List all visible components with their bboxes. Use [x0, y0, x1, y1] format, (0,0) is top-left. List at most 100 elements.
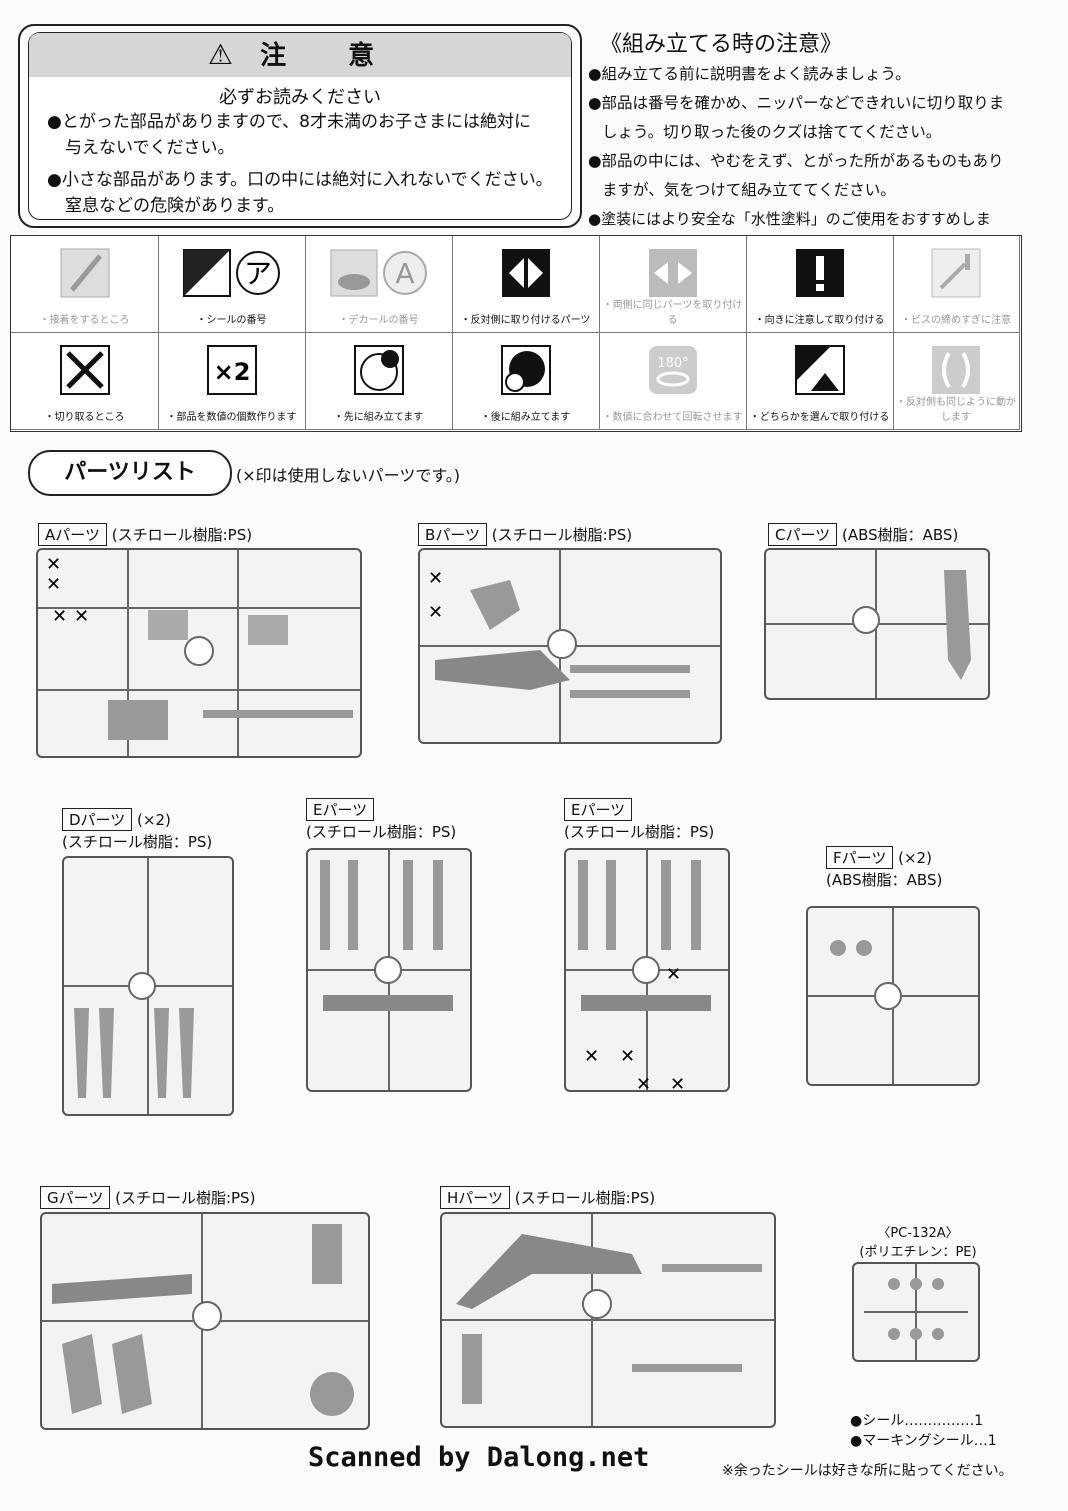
- part-material: (スチロール樹脂：PS): [564, 823, 715, 841]
- symbol-label: ・両側に同じパーツを取り付ける: [602, 300, 743, 326]
- times-two-text: ×2: [213, 358, 250, 386]
- rotate-180-icon: 180°: [648, 346, 697, 394]
- parts-list-title: パーツリスト: [28, 450, 232, 496]
- symbol-label: ・接着をするところ: [39, 315, 130, 326]
- unused-mark-icon: ✕: [46, 554, 61, 575]
- symbol-label: ・反対側に取り付けるパーツ: [460, 315, 591, 326]
- runner-a: ✕ ✕ ✕ ✕: [36, 548, 362, 758]
- runner-h-drawing: [442, 1214, 774, 1426]
- part-material: (スチロール樹脂:PS): [491, 526, 633, 544]
- part-material: (ABS樹脂：ABS): [841, 526, 959, 544]
- runner-g: [40, 1212, 370, 1430]
- symbol-orientation: ・向きに注意して取り付ける: [746, 236, 894, 333]
- caution-line-1b: 与えないでください。: [65, 138, 235, 158]
- part-material: (スチロール樹脂：PS): [62, 833, 213, 851]
- symbol-label: ・向きに注意して取り付ける: [754, 315, 885, 326]
- symbol-after: ・後に組み立てます: [452, 333, 600, 430]
- runner-f: [806, 906, 980, 1086]
- unused-mark-icon: ✕: [584, 1046, 599, 1067]
- symbol-first: ・先に組み立てます: [305, 333, 453, 430]
- part-tag: Aパーツ: [38, 523, 107, 546]
- unused-mark-icon: ✕: [52, 606, 67, 627]
- runner-c-drawing: [766, 550, 988, 698]
- move-same-icon: [932, 346, 980, 394]
- symbol-sticker: ア ・シールの番号: [158, 236, 306, 333]
- part-material: (スチロール樹脂:PS): [111, 526, 253, 544]
- note-line-5: ますが、気をつけて組み立ててください。: [602, 181, 896, 199]
- group-d-label: Dパーツ (×2) (スチロール樹脂：PS): [62, 808, 212, 852]
- unused-mark-icon: ✕: [428, 602, 443, 623]
- symbol-glue: ・接着をするところ: [11, 236, 159, 333]
- times-two-icon: ×2: [206, 345, 257, 395]
- runner-g-drawing: [42, 1214, 368, 1428]
- part-material: (ABS樹脂：ABS): [826, 871, 943, 889]
- symbol-both-sides: ・両側に同じパーツを取り付ける: [599, 236, 747, 333]
- exclamation-icon: [795, 249, 844, 297]
- runner-b: ✕ ✕: [418, 548, 722, 744]
- symbol-label: ・部品を数値の個数作ります: [166, 412, 297, 423]
- symbol-count: ×2 ・部品を数値の個数作ります: [158, 333, 306, 430]
- symbol-screw: ・ビスの締めすぎに注意: [893, 236, 1020, 333]
- symbol-label: ・デカールの番号: [338, 315, 419, 326]
- leftover-note: ※余ったシールは好きな所に貼ってください。: [722, 1463, 1013, 1479]
- rotate-text: 180°: [657, 356, 688, 371]
- part-tag: Eパーツ: [564, 798, 633, 821]
- symbol-rotate: 180° ・数値に合わせて回転させます: [599, 333, 747, 430]
- opposite-side-icon: [501, 249, 550, 297]
- symbol-move-same: ・反対側も同じように動かします: [893, 333, 1020, 430]
- assembly-notes-title: 《組み立てる時の注意》: [600, 32, 843, 57]
- pc-parts-label: 〈PC-132A〉 (ポリエチレン：PE): [848, 1222, 988, 1260]
- parts-list-note: (×印は使用しないパーツです。): [236, 466, 460, 485]
- runner-f-drawing: [808, 908, 978, 1084]
- symbol-label: ・後に組み立てます: [480, 412, 571, 423]
- symbol-decal: A ・デカールの番号: [305, 236, 453, 333]
- group-h-label: Hパーツ (スチロール樹脂:PS): [440, 1186, 655, 1209]
- part-material: (スチロール樹脂：PS): [306, 823, 457, 841]
- sticker-letter: ア: [243, 257, 271, 290]
- part-tag: Dパーツ: [62, 808, 133, 831]
- runner-d-drawing: [64, 858, 232, 1114]
- unused-mark-icon: ✕: [428, 568, 443, 589]
- group-g-label: Gパーツ (スチロール樹脂:PS): [40, 1186, 255, 1209]
- runner-d: [62, 856, 234, 1116]
- part-multiplier: (×2): [137, 811, 171, 829]
- runner-e2: ✕ ✕ ✕ ✕ ✕: [564, 848, 730, 1092]
- marking-seal-count: ●マーキングシール…1: [850, 1433, 997, 1449]
- runner-pc-drawing: [864, 1264, 968, 1360]
- note-line-1: ●組み立てる前に説明書をよく読みましょう。: [588, 65, 911, 83]
- part-tag: Bパーツ: [418, 523, 487, 546]
- unused-mark-icon: ✕: [636, 1074, 651, 1090]
- unused-mark-icon: ✕: [46, 574, 61, 595]
- symbol-label: ・シールの番号: [196, 315, 267, 326]
- group-a-label: Aパーツ (スチロール樹脂:PS): [38, 523, 252, 546]
- warning-triangle-icon: ⚠: [207, 38, 234, 71]
- part-tag: Fパーツ: [826, 846, 894, 869]
- assemble-after-icon: [500, 345, 551, 395]
- group-e1-label: Eパーツ (スチロール樹脂：PS): [306, 798, 456, 842]
- decal-icon: A: [330, 249, 427, 297]
- symbol-cut: ・切り取るところ: [11, 333, 159, 430]
- runner-c: [764, 548, 990, 700]
- note-line-3: しょう。切り取った後のクズは捨ててください。: [602, 123, 942, 141]
- caution-title: 注 意: [260, 41, 393, 71]
- pc-material: (ポリエチレン：PE): [859, 1245, 977, 1260]
- group-e2-label: Eパーツ (スチロール樹脂：PS): [564, 798, 714, 842]
- part-tag: Cパーツ: [768, 523, 838, 546]
- part-material: (スチロール樹脂:PS): [514, 1189, 656, 1207]
- pc-name: 〈PC-132A〉: [877, 1226, 959, 1241]
- assemble-first-icon: [353, 345, 404, 395]
- symbol-label: ・反対側も同じように動かします: [896, 397, 1016, 423]
- caution-header: ⚠ 注 意: [29, 33, 571, 77]
- caution-inner: ⚠ 注 意 必ずお読みください ●とがった部品がありますので、8才未満のお子さま…: [28, 32, 572, 220]
- caution-line-1a: ●とがった部品がありますので、8才未満のお子さまには絶対に: [47, 112, 531, 132]
- part-tag: Gパーツ: [40, 1186, 111, 1209]
- symbol-label: ・切り取るところ: [44, 412, 125, 423]
- runner-h: [440, 1212, 776, 1428]
- both-sides-icon: [648, 249, 697, 297]
- unused-mark-icon: ✕: [74, 606, 89, 627]
- caution-line-2b: 窒息などの危険があります。: [65, 196, 285, 216]
- symbol-label: ・数値に合わせて回転させます: [602, 412, 743, 423]
- note-line-2: ●部品は番号を確かめ、ニッパーなどできれいに切り取りま: [588, 94, 1005, 112]
- group-f-label: Fパーツ (×2) (ABS樹脂：ABS): [826, 846, 942, 890]
- group-c-label: Cパーツ (ABS樹脂：ABS): [768, 523, 958, 546]
